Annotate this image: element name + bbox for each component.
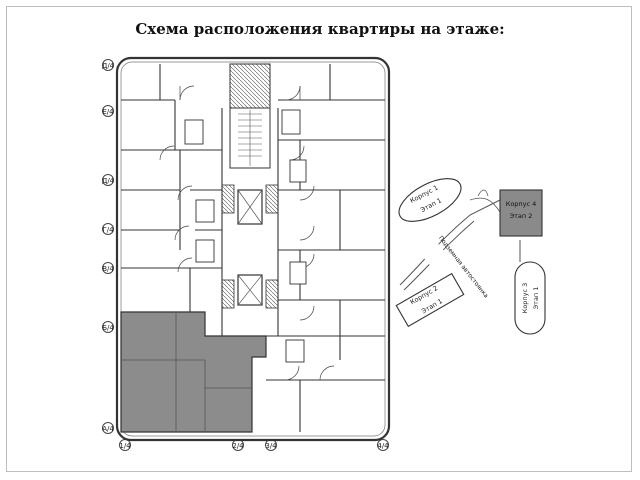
door-swings (159, 85, 335, 381)
page-frame (6, 6, 632, 472)
bathrooms (184, 109, 307, 363)
corpus-3-stage: Этап 1 (532, 287, 540, 310)
axis-row-marker: Д/4 (99, 59, 117, 71)
axis-row-marker: Е/4 (99, 105, 117, 117)
corpus-4-label: Корпус 4 (506, 200, 537, 208)
interior-walls (121, 64, 385, 432)
page-title: Схема расположения квартиры на этаже: (135, 20, 505, 38)
building-corpus-1 (398, 178, 462, 222)
building-outline-inner (120, 61, 386, 437)
stair-steps (238, 110, 262, 166)
site-plan: Корпус 1 Этап 1 Корпус 4 Этап 2 Корпус 2… (395, 178, 546, 335)
building-corpus-3 (514, 261, 546, 335)
stair-top (229, 63, 271, 109)
building-corpus-2 (395, 272, 465, 328)
corpus-3-label: Корпус 3 (521, 283, 529, 314)
corpus-4-stage: Этап 2 (510, 212, 533, 220)
building-corpus-4 (499, 189, 543, 237)
parking-label-frame (417, 237, 477, 303)
axis-row-marker: Д/4 (99, 174, 117, 186)
apartment-highlight (120, 311, 267, 433)
